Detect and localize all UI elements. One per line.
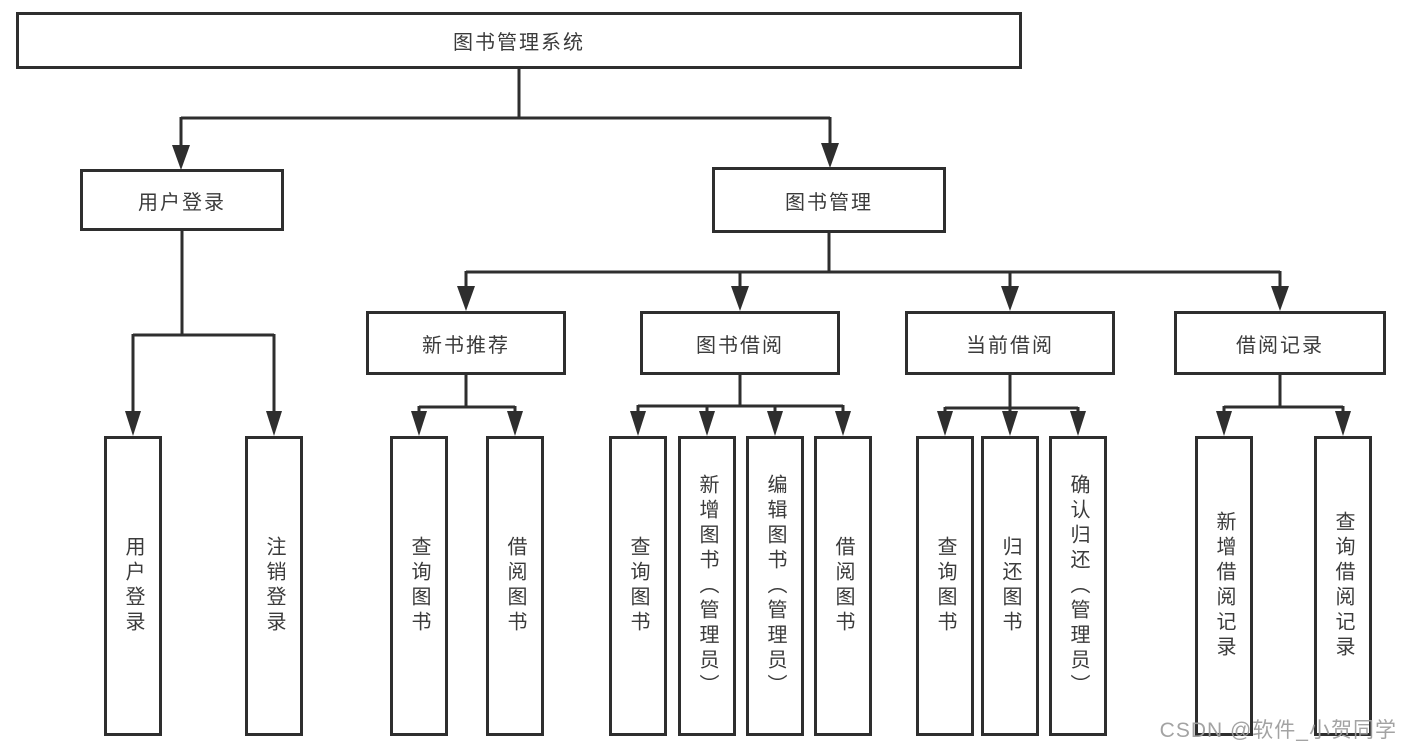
- arrow-down-icon: [1002, 411, 1018, 436]
- node-current-borrowing: 当前借阅: [905, 311, 1115, 375]
- arrow-down-icon: [630, 411, 646, 436]
- arrow-down-icon: [457, 286, 475, 311]
- leaf-bb-borrow-books: 借阅图书: [814, 436, 872, 736]
- node-label: 查询图书: [627, 536, 649, 636]
- node-label: 编辑图书（管理员）: [764, 473, 786, 699]
- arrow-down-icon: [266, 411, 282, 436]
- arrow-down-icon: [821, 143, 839, 168]
- arrow-down-icon: [1335, 411, 1351, 436]
- arrow-down-icon: [125, 411, 141, 436]
- leaf-nb-borrow-books: 借阅图书: [486, 436, 544, 736]
- node-label: 新增借阅记录: [1213, 511, 1235, 661]
- node-label: 用户登录: [138, 191, 226, 214]
- node-label: 新书推荐: [422, 334, 510, 357]
- leaf-bb-query-books: 查询图书: [609, 436, 667, 736]
- arrow-down-icon: [835, 411, 851, 436]
- leaf-nb-query-books: 查询图书: [390, 436, 448, 736]
- node-label: 借阅图书: [832, 536, 854, 636]
- node-book-management-group: 图书管理: [712, 167, 946, 233]
- leaf-cb-query-books: 查询图书: [916, 436, 974, 736]
- arrow-down-icon: [411, 411, 427, 436]
- leaf-br-query-record: 查询借阅记录: [1314, 436, 1372, 736]
- arrow-down-icon: [1070, 411, 1086, 436]
- node-label: 用户登录: [122, 536, 144, 636]
- arrow-down-icon: [731, 286, 749, 311]
- leaf-logout: 注销登录: [245, 436, 303, 736]
- arrow-down-icon: [507, 411, 523, 436]
- node-user-login-group: 用户登录: [80, 169, 284, 231]
- node-label: 图书借阅: [696, 334, 784, 357]
- edge-new-book-recommend-to-leaves: [411, 375, 523, 436]
- edge-current-borrowing-to-leaves: [937, 375, 1086, 436]
- leaf-user-login: 用户登录: [104, 436, 162, 736]
- edge-borrowing-records-to-leaves: [1216, 375, 1351, 436]
- arrow-down-icon: [1216, 411, 1232, 436]
- arrow-down-icon: [937, 411, 953, 436]
- node-label: 注销登录: [263, 536, 285, 636]
- node-borrowing-records: 借阅记录: [1174, 311, 1386, 375]
- edge-book-management-to-level3: [457, 233, 1289, 311]
- node-label: 查询借阅记录: [1332, 511, 1354, 661]
- node-label: 新增图书（管理员）: [696, 473, 718, 699]
- leaf-bb-add-books-admin: 新增图书（管理员）: [678, 436, 736, 736]
- node-label: 借阅图书: [504, 536, 526, 636]
- node-new-book-recommend: 新书推荐: [366, 311, 566, 375]
- node-label: 图书管理系统: [453, 32, 585, 54]
- arrow-down-icon: [1001, 286, 1019, 311]
- leaf-cb-confirm-return-admin: 确认归还（管理员）: [1049, 436, 1107, 736]
- edge-book-borrowing-to-leaves: [630, 375, 851, 436]
- arrow-down-icon: [1271, 286, 1289, 311]
- node-label: 图书管理: [785, 191, 873, 214]
- node-book-borrowing: 图书借阅: [640, 311, 840, 375]
- node-library-management-system: 图书管理系统: [16, 12, 1022, 69]
- leaf-cb-return-books: 归还图书: [981, 436, 1039, 736]
- leaf-bb-edit-books-admin: 编辑图书（管理员）: [746, 436, 804, 736]
- arrow-down-icon: [699, 411, 715, 436]
- edge-root-to-level2: [172, 69, 839, 170]
- node-label: 归还图书: [999, 536, 1021, 636]
- leaf-br-add-record: 新增借阅记录: [1195, 436, 1253, 736]
- arrow-down-icon: [767, 411, 783, 436]
- node-label: 查询图书: [408, 536, 430, 636]
- node-label: 查询图书: [934, 536, 956, 636]
- node-label: 当前借阅: [966, 334, 1054, 357]
- edge-user-login-to-leaves: [125, 231, 282, 436]
- arrow-down-icon: [172, 145, 190, 170]
- node-label: 借阅记录: [1236, 334, 1324, 357]
- node-label: 确认归还（管理员）: [1067, 473, 1089, 699]
